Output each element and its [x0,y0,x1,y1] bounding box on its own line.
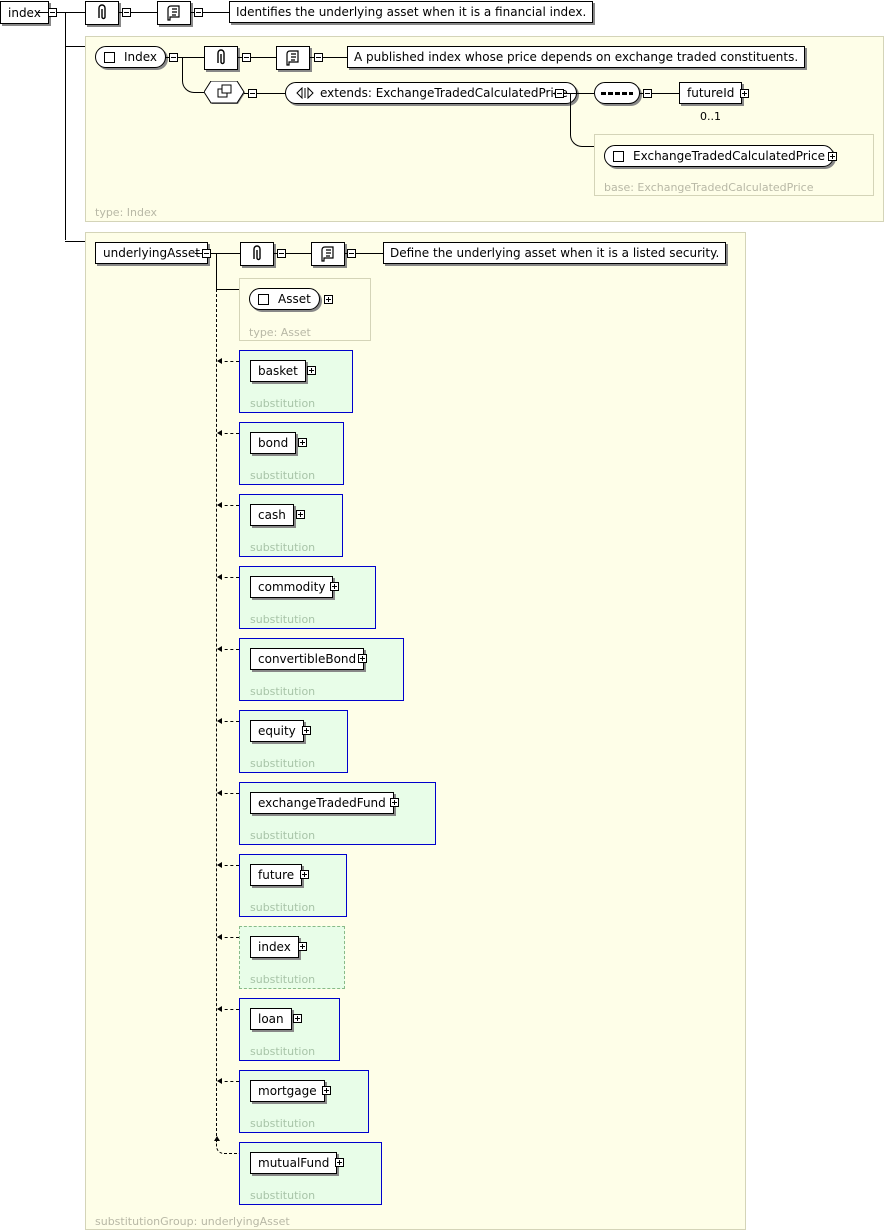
extends-node[interactable]: extends: ExchangeTradedCalculatedPrice [285,82,577,104]
substitution-element[interactable]: mutualFund [250,1152,338,1174]
futureId-element[interactable]: futureId [679,82,743,104]
substitution-bond[interactable]: bond substitution [239,422,344,485]
substitution-element[interactable]: future [250,864,303,886]
substitution-equity[interactable]: equity substitution [239,710,348,773]
substitution-exchangeTradedFund[interactable]: exchangeTradedFund substitution [239,782,436,845]
expand-toggle[interactable] [307,366,316,375]
underlying-annotation-collapse-toggle[interactable] [277,249,286,258]
substitution-mortgage[interactable]: mortgage substitution [239,1070,369,1133]
substitution-element[interactable]: convertibleBond [250,648,365,670]
substitution-index[interactable]: index substitution [239,926,345,989]
expand-toggle[interactable] [358,654,367,663]
scroll-icon [321,246,334,262]
substitution-element[interactable]: equity [250,720,304,742]
substitution-element[interactable]: mortgage [250,1080,325,1102]
substitution-basket[interactable]: basket substitution [239,350,353,413]
substitution-element[interactable]: commodity [250,576,334,598]
underlying-asset-panel: substitutionGroup: underlyingAsset [85,232,746,1230]
expand-toggle[interactable] [390,798,399,807]
asset-type-expand-toggle[interactable] [324,295,333,304]
substitution-element[interactable]: exchangeTradedFund [250,792,394,814]
extension-icon [296,87,314,99]
asset-complex-type[interactable]: Asset [249,288,320,310]
substitution-convertibleBond[interactable]: convertibleBond substitution [239,638,404,701]
underlyingAsset-element[interactable]: underlyingAsset [95,242,208,264]
index-annotation-icon[interactable] [204,46,238,70]
index-documentation-collapse-toggle[interactable] [314,53,323,62]
futureId-occurrence: 0..1 [700,110,721,123]
documentation-collapse-toggle[interactable] [194,8,203,17]
derivation-icon[interactable] [204,81,246,107]
annotation-icon[interactable] [85,1,119,25]
index-type-collapse-toggle[interactable] [169,53,178,62]
complex-type-icon [104,51,115,63]
index-documentation: A published index whose price depends on… [347,46,806,68]
substitution-element[interactable]: loan [250,1008,292,1030]
complex-type-icon [258,293,269,305]
index-annotation-collapse-toggle[interactable] [242,53,251,62]
derivation-collapse-toggle[interactable] [248,89,257,98]
root-collapse-toggle[interactable] [48,8,57,17]
scroll-icon [167,5,180,21]
paperclip-icon [217,49,225,65]
substitution-element[interactable]: basket [250,360,306,382]
index-complex-type[interactable]: Index [95,46,167,68]
base-complex-type[interactable]: ExchangeTradedCalculatedPrice [604,145,835,167]
asset-type-label: type: Asset [249,326,311,339]
substitution-group-label: substitutionGroup: underlyingAsset [95,1215,290,1228]
root-documentation: Identifies the underlying asset when it … [229,1,594,23]
underlying-documentation-icon[interactable] [311,242,345,266]
futureId-expand-toggle[interactable] [740,89,749,98]
expand-toggle[interactable] [296,510,305,519]
substitution-element[interactable]: cash [250,504,294,526]
substitution-cash[interactable]: cash substitution [239,494,343,557]
paperclip-icon [253,245,261,261]
expand-toggle[interactable] [298,942,307,951]
expand-toggle[interactable] [330,582,339,591]
substitution-element[interactable]: bond [250,432,297,454]
base-type-label: base: ExchangeTradedCalculatedPrice [604,181,814,194]
underlyingAsset-collapse-toggle[interactable] [202,249,211,258]
underlying-annotation-icon[interactable] [240,242,274,266]
expand-toggle[interactable] [322,1086,331,1095]
substitution-loan[interactable]: loan substitution [239,998,340,1061]
substitution-future[interactable]: future substitution [239,854,347,917]
documentation-icon[interactable] [157,1,191,25]
base-type-expand-toggle[interactable] [828,152,837,161]
paperclip-icon [98,4,106,20]
sequence-collapse-toggle[interactable] [643,89,652,98]
index-documentation-icon[interactable] [276,46,310,70]
annotation-collapse-toggle[interactable] [122,8,131,17]
substitution-commodity[interactable]: commodity substitution [239,566,376,629]
sequence-compositor[interactable] [594,82,640,104]
substitution-element[interactable]: index [250,936,299,958]
underlying-documentation: Define the underlying asset when it is a… [383,242,727,264]
underlying-documentation-collapse-toggle[interactable] [347,249,356,258]
root-element-label: index [8,5,41,20]
expand-toggle[interactable] [335,1158,344,1167]
substitution-mutualFund[interactable]: mutualFund substitution [239,1142,382,1205]
complex-type-icon [613,150,624,162]
expand-toggle[interactable] [293,1014,302,1023]
expand-toggle[interactable] [302,726,311,735]
expand-toggle[interactable] [300,870,309,879]
expand-toggle[interactable] [298,438,307,447]
index-type-label: type: Index [95,206,158,219]
scroll-icon [286,50,299,66]
extends-collapse-toggle[interactable] [555,89,564,98]
